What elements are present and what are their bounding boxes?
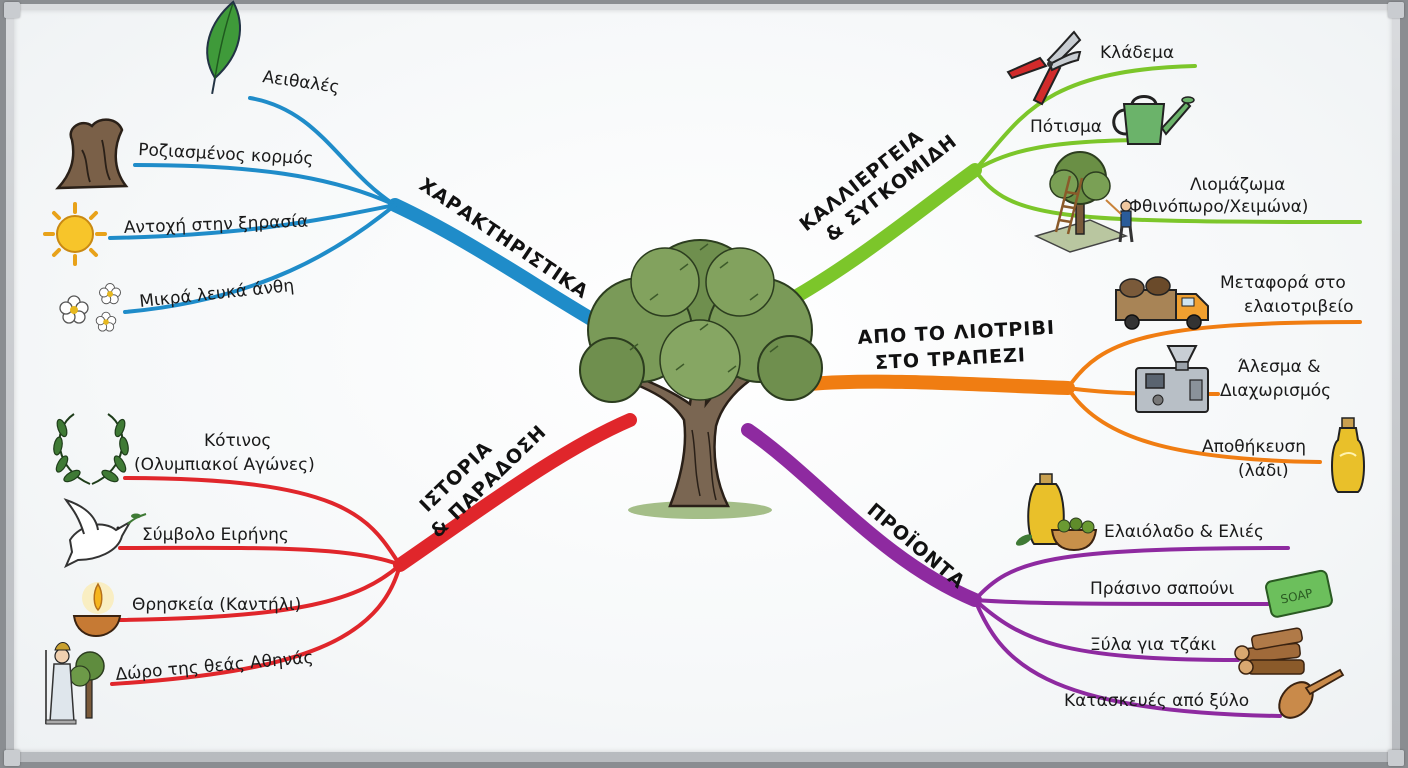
item-athena-gift: Δώρο της θεάς Αθηνάς bbox=[115, 648, 315, 685]
peace-dove-icon bbox=[63, 498, 147, 569]
branch-title-characteristics: ΧΑΡΑΚΤΗΡΙΣΤΙΚΑ bbox=[415, 174, 592, 304]
item-harvest-season: (Φθινόπωρο/Χειμώνα) bbox=[1122, 197, 1308, 217]
delivery-truck-icon bbox=[1115, 276, 1209, 330]
item-watering: Πότισμα bbox=[1030, 117, 1102, 137]
olive-wreath-icon bbox=[53, 413, 129, 485]
branch-products bbox=[741, 423, 1290, 718]
frame-corner bbox=[1388, 750, 1404, 766]
sub-branch bbox=[973, 138, 1157, 172]
leaf-icon bbox=[206, 0, 241, 95]
oil-press-machine-icon bbox=[1135, 345, 1209, 413]
firewood-icon bbox=[1234, 627, 1305, 675]
item-religion: Θρησκεία (Καντήλι) bbox=[132, 595, 301, 615]
branch-title-line: ΑΠΟ ΤΟ ΛΙΟΤΡΙΒΙ bbox=[857, 317, 1055, 349]
white-flowers-icon bbox=[59, 283, 121, 332]
sub-branch bbox=[116, 563, 402, 622]
branch-title-mill: ΑΠΟ ΤΟ ΛΙΟΤΡΙΒΙ ΣΤΟ ΤΡΑΠΕΖΙ bbox=[857, 317, 1055, 374]
main-branch-characteristics bbox=[388, 198, 617, 337]
main-branch-cultivation bbox=[783, 163, 982, 307]
item-kotinos-line2: (Ολυμπιακοί Αγώνες) bbox=[134, 455, 315, 475]
watering-can-icon bbox=[1112, 95, 1195, 145]
item-transport: Μεταφορά στο bbox=[1220, 273, 1346, 293]
sub-branch bbox=[973, 168, 1362, 224]
sub-branch bbox=[973, 598, 1282, 718]
item-drought-resistance: Αντοχή στην ξηρασία bbox=[123, 212, 308, 238]
item-transport-line2: ελαιοτριβείο bbox=[1244, 297, 1354, 317]
main-branch-products bbox=[741, 423, 982, 607]
item-green-soap: Πράσινο σαπούνι bbox=[1090, 579, 1235, 599]
wooden-spoon-icon bbox=[1278, 668, 1345, 719]
sub-branch bbox=[1066, 320, 1362, 390]
olive-oil-and-olives-icon bbox=[1015, 473, 1098, 552]
oil-lamp-icon bbox=[72, 582, 122, 638]
item-storage: Αποθήκευση bbox=[1202, 437, 1306, 457]
item-grinding-line2: Διαχωρισμός bbox=[1220, 381, 1331, 401]
sub-branch bbox=[973, 598, 1240, 662]
olive-harvest-icon bbox=[1033, 151, 1134, 253]
item-olive-oil-olives: Ελαιόλαδο & Ελιές bbox=[1104, 522, 1264, 542]
item-white-flowers: Μικρά λευκά άνθη bbox=[138, 276, 295, 312]
item-wood-crafts: Κατασκευές από ξύλο bbox=[1064, 691, 1249, 711]
item-firewood: Ξύλα για τζάκι bbox=[1090, 635, 1216, 655]
sub-branch bbox=[123, 203, 397, 314]
branch-characteristics bbox=[108, 96, 617, 337]
sub-branch bbox=[123, 476, 402, 567]
olive-tree-icon bbox=[579, 239, 823, 519]
gnarled-trunk-icon bbox=[55, 118, 129, 190]
sub-branch bbox=[973, 546, 1290, 602]
soap-label: SOAP bbox=[1279, 586, 1314, 606]
main-branch-history bbox=[393, 413, 637, 572]
frame-corner bbox=[4, 2, 20, 18]
branch-history bbox=[110, 413, 637, 686]
frame-corner bbox=[4, 750, 20, 766]
athena-statue-icon bbox=[45, 642, 105, 725]
item-pruning: Κλάδεμα bbox=[1100, 43, 1174, 63]
item-evergreen: Αειθαλές bbox=[261, 67, 340, 98]
sun-icon bbox=[43, 202, 107, 266]
item-kotinos: Κότινος bbox=[204, 431, 271, 451]
item-harvest: Λιομάζωμα bbox=[1190, 175, 1285, 195]
branch-title-cultivation: ΚΑΛΛΙΕΡΓΕΙΑ & ΣΥΓΚΟΜΙΔΗ bbox=[796, 126, 962, 246]
sub-branch bbox=[133, 163, 397, 207]
item-peace-symbol: Σύμβολο Ειρήνης bbox=[142, 525, 289, 545]
item-grinding: Άλεσμα & bbox=[1238, 357, 1320, 377]
oil-bottle-icon bbox=[1331, 417, 1365, 493]
sub-branch bbox=[973, 598, 1270, 606]
sub-branch bbox=[108, 203, 397, 240]
branch-title-line: ΣΤΟ ΤΡΑΠΕΖΙ bbox=[874, 344, 1026, 374]
sub-branch bbox=[110, 563, 402, 686]
frame-corner bbox=[1388, 2, 1404, 18]
sub-branch bbox=[118, 545, 402, 567]
branch-cultivation bbox=[783, 64, 1362, 307]
main-branch-mill bbox=[803, 374, 1075, 395]
sub-branch bbox=[248, 96, 397, 207]
green-soap-icon: SOAP bbox=[1265, 569, 1333, 618]
pruning-shears-icon bbox=[1006, 30, 1082, 106]
sub-branch bbox=[1066, 386, 1322, 464]
item-storage-line2: (λάδι) bbox=[1238, 461, 1289, 481]
